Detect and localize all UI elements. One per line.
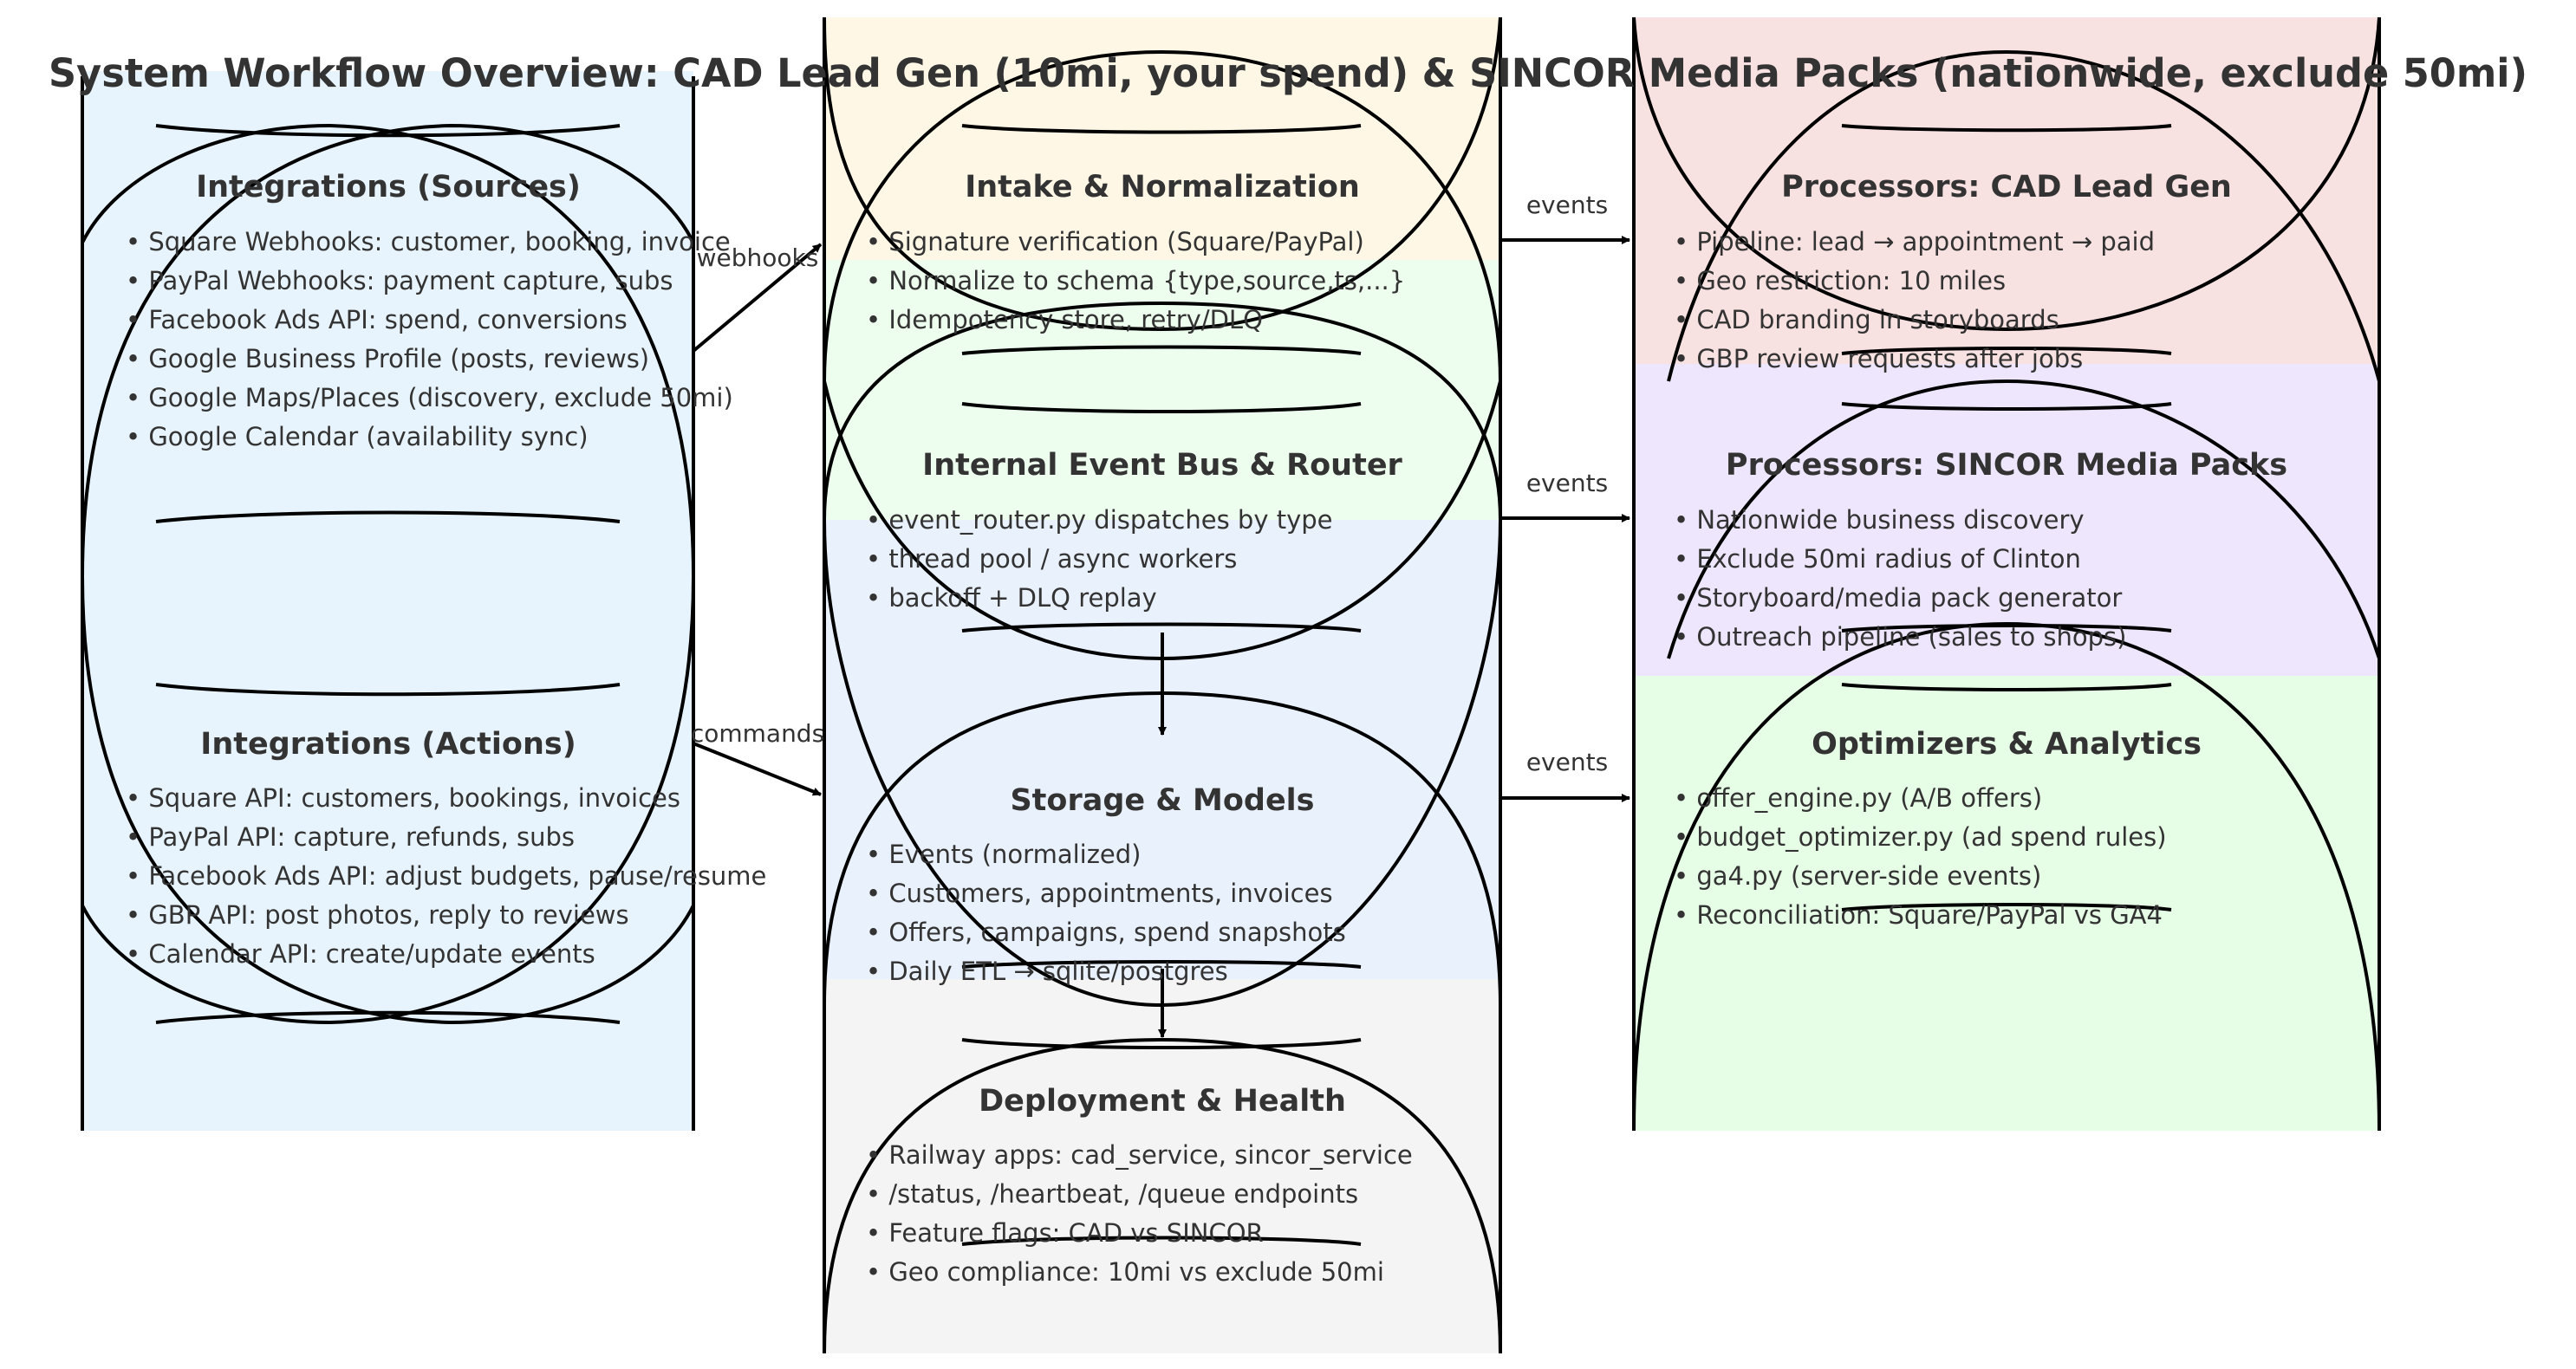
box-item: • Outreach pipeline (sales to shops) xyxy=(1674,622,2126,652)
box-item: • GBP review requests after jobs xyxy=(1674,344,2083,373)
box-item: • Facebook Ads API: spend, conversions xyxy=(126,305,628,334)
box-item: • Geo compliance: 10mi vs exclude 50mi xyxy=(866,1257,1384,1287)
box-outlines xyxy=(81,16,2381,1354)
box-item: • Normalize to schema {type,source,ts,..… xyxy=(866,266,1405,295)
label-events-cad: events xyxy=(1526,191,1608,219)
box-fill-integrations-actions xyxy=(82,576,693,1131)
box-fills xyxy=(82,17,2379,1353)
connector-arrows xyxy=(692,236,1630,1038)
box-title-integrations-actions: Integrations (Actions) xyxy=(200,727,576,762)
box-item: • Customers, appointments, invoices xyxy=(866,879,1333,908)
box-title-storage: Storage & Models xyxy=(1010,783,1314,818)
box-item: • Feature flags: CAD vs SINCOR xyxy=(866,1218,1264,1248)
box-item: • offer_engine.py (A/B offers) xyxy=(1674,783,2042,813)
box-item: • Exclude 50mi radius of Clinton xyxy=(1674,544,2081,574)
box-item: • Geo restriction: 10 miles xyxy=(1674,266,2006,295)
label-events-sincor: events xyxy=(1526,469,1608,497)
box-item: • Square Webhooks: customer, booking, in… xyxy=(126,227,731,256)
box-fill-processors-sincor xyxy=(1634,364,2379,710)
box-item: • /status, /heartbeat, /queue endpoints xyxy=(866,1179,1358,1209)
box-item: • event_router.py dispatches by type xyxy=(866,505,1333,535)
arrow-webhooks xyxy=(692,243,823,353)
box-item: • Daily ETL → sqlite/postgres xyxy=(866,957,1228,986)
box-texts: Integrations (Sources) • Square Webhooks… xyxy=(126,170,2287,1287)
box-title-intake: Intake & Normalization xyxy=(965,170,1360,204)
box-title-processors-sincor: Processors: SINCOR Media Packs xyxy=(1726,448,2287,483)
box-item: • Nationwide business discovery xyxy=(1674,505,2085,535)
diagram-title: System Workflow Overview: CAD Lead Gen (… xyxy=(49,50,2527,96)
box-item: • Signature verification (Square/PayPal) xyxy=(866,227,1364,256)
box-item: • ga4.py (server-side events) xyxy=(1674,861,2041,891)
box-fill-storage xyxy=(824,520,1500,1005)
box-item: • thread pool / async workers xyxy=(866,544,1237,574)
box-item: • Google Maps/Places (discovery, exclude… xyxy=(126,383,733,412)
box-item: • GBP API: post photos, reply to reviews xyxy=(126,900,629,930)
box-item: • Reconciliation: Square/PayPal vs GA4 xyxy=(1674,900,2163,930)
label-commands: commands xyxy=(691,719,824,748)
label-events-optimizers: events xyxy=(1526,748,1608,776)
box-item: • Facebook Ads API: adjust budgets, paus… xyxy=(126,861,766,891)
box-item: • Calendar API: create/update events xyxy=(126,939,595,969)
box-item: • Pipeline: lead → appointment → paid xyxy=(1674,227,2155,256)
arrow-commands xyxy=(693,742,822,796)
box-title-optimizers: Optimizers & Analytics xyxy=(1812,727,2202,762)
box-item: • Google Business Profile (posts, review… xyxy=(126,344,649,373)
box-item: • Events (normalized) xyxy=(866,840,1142,869)
box-item: • Railway apps: cad_service, sincor_serv… xyxy=(866,1140,1413,1170)
box-item: • backoff + DLQ replay xyxy=(866,583,1157,613)
box-item: • Square API: customers, bookings, invoi… xyxy=(126,783,680,813)
box-item: • PayPal Webhooks: payment capture, subs xyxy=(126,266,673,295)
box-title-processors-cad: Processors: CAD Lead Gen xyxy=(1781,170,2232,204)
box-item: • Storyboard/media pack generator xyxy=(1674,583,2122,613)
box-item: • budget_optimizer.py (ad spend rules) xyxy=(1674,822,2167,852)
box-item: • Idempotency store, retry/DLQ xyxy=(866,305,1263,334)
box-title-event-bus: Internal Event Bus & Router xyxy=(922,448,1402,483)
box-item: • PayPal API: capture, refunds, subs xyxy=(126,822,575,852)
box-title-deployment: Deployment & Health xyxy=(979,1084,1346,1119)
label-webhooks: webhooks xyxy=(697,243,819,272)
box-title-integrations-sources: Integrations (Sources) xyxy=(196,170,581,204)
box-item: • CAD branding in storyboards xyxy=(1674,305,2059,334)
box-item: • Google Calendar (availability sync) xyxy=(126,422,589,451)
box-item: • Offers, campaigns, spend snapshots xyxy=(866,918,1346,947)
